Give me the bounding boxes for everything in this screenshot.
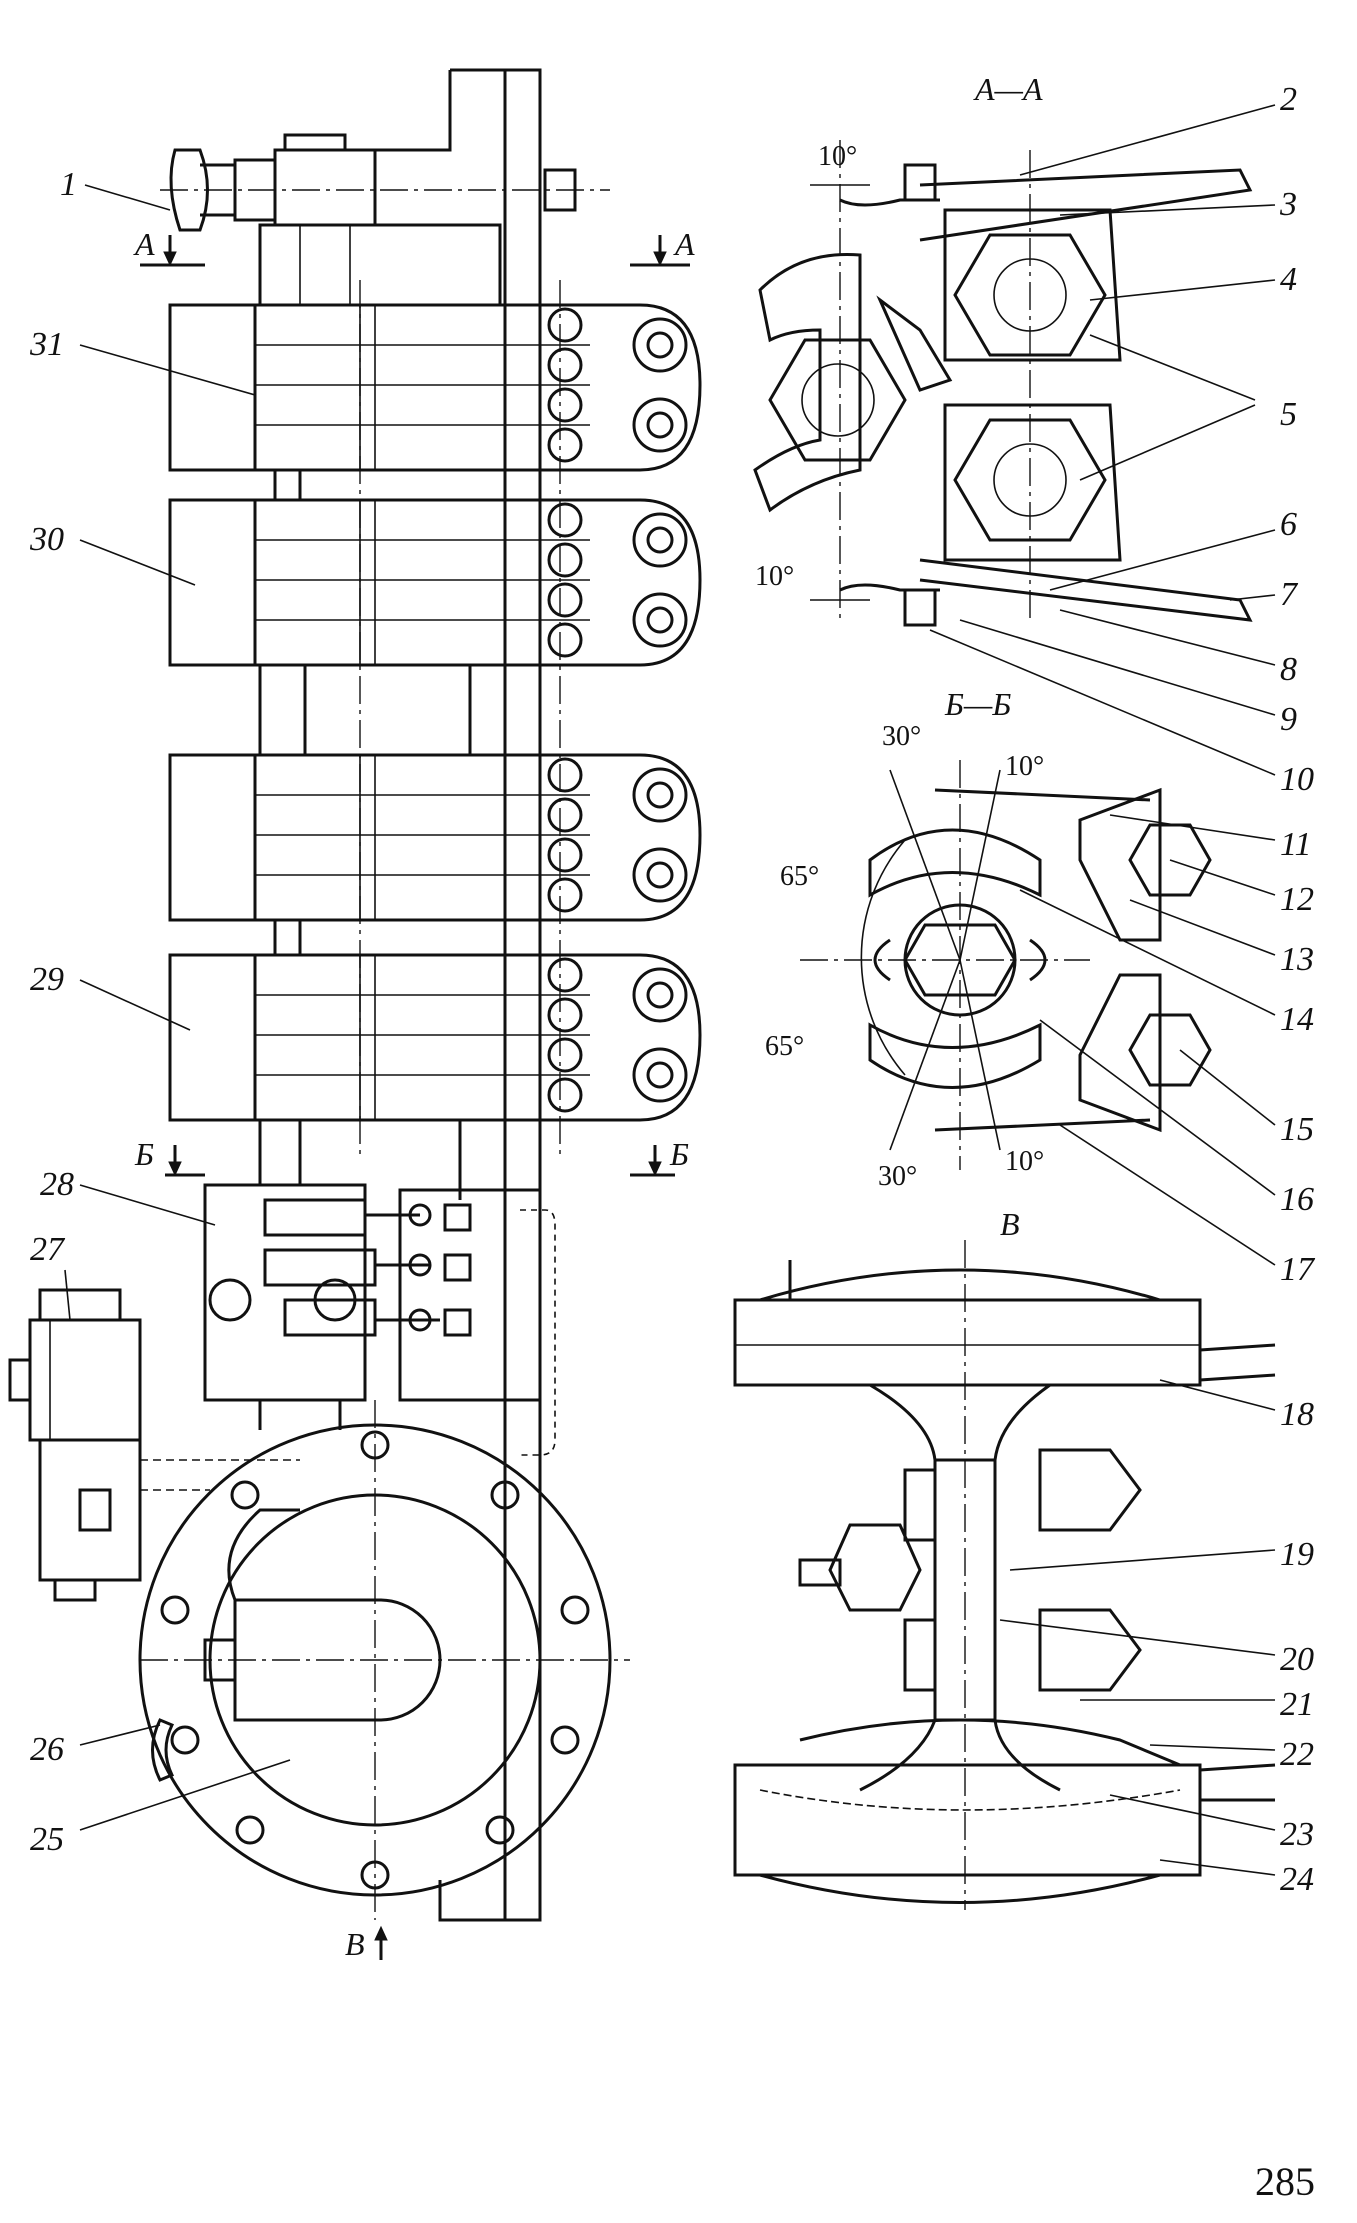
section-title-v: В	[1000, 1206, 1020, 1242]
part-label-1: 1	[60, 166, 77, 203]
cut-marker-a-right: А	[673, 226, 695, 262]
part-label-27: 27	[30, 1231, 66, 1268]
angle-aa-top: 10°	[818, 141, 857, 172]
interlock-28	[203, 1183, 556, 1456]
angle-bb-65-lower: 65°	[765, 1031, 804, 1062]
part-label-30: 30	[29, 521, 64, 558]
part-label-29: 29	[30, 961, 64, 998]
part-label-16: 16	[1280, 1181, 1314, 1218]
section-title-aa: А—А	[973, 71, 1043, 107]
part-label-17: 17	[1280, 1251, 1316, 1288]
part-label-21: 21	[1280, 1686, 1314, 1723]
part-label-10: 10	[1280, 761, 1314, 798]
part-label-22: 22	[1280, 1736, 1314, 1773]
part-label-13: 13	[1280, 941, 1314, 978]
part-label-26: 26	[30, 1731, 64, 1768]
part-label-8: 8	[1280, 651, 1297, 688]
angle-bb-top-30: 30°	[882, 721, 921, 752]
part-label-24: 24	[1280, 1861, 1314, 1898]
contact-group-unlabeled	[168, 753, 702, 922]
section-title-bb: Б—Б	[944, 686, 1011, 722]
part-label-19: 19	[1280, 1536, 1314, 1573]
part-label-25: 25	[30, 1821, 64, 1858]
cut-marker-a-left: А	[133, 226, 155, 262]
part-label-12: 12	[1280, 881, 1314, 918]
actuator-27	[8, 1288, 300, 1602]
part-label-3: 3	[1279, 186, 1297, 223]
labels: А—А Б—Б В А А Б Б В 10° 10° 30° 10° 65° …	[29, 71, 1316, 2204]
part-label-31: 31	[29, 326, 64, 363]
part-label-6: 6	[1280, 506, 1297, 543]
section-markers	[140, 235, 690, 1960]
part-label-2: 2	[1280, 81, 1297, 118]
angle-aa-bottom: 10°	[755, 561, 794, 592]
main-view	[8, 68, 702, 1960]
part-label-14: 14	[1280, 1001, 1314, 1038]
cut-marker-b-right: Б	[669, 1136, 689, 1172]
part-label-28: 28	[40, 1166, 74, 1203]
section-v	[733, 1240, 1276, 1910]
angle-bb-bottom-30: 30°	[878, 1161, 917, 1192]
leader-lines	[64, 104, 1276, 1876]
section-aa	[753, 140, 1253, 627]
part-label-18: 18	[1280, 1396, 1314, 1433]
part-label-11: 11	[1280, 826, 1311, 863]
part-label-5: 5	[1280, 396, 1297, 433]
part-label-7: 7	[1280, 576, 1299, 613]
contact-group-30	[168, 498, 702, 667]
cut-marker-v-bottom: В	[345, 1926, 365, 1962]
valve-flange-25	[138, 1400, 630, 1920]
angle-bb-65-upper: 65°	[780, 861, 819, 892]
part-label-23: 23	[1280, 1816, 1314, 1853]
angle-bb-top-10: 10°	[1005, 751, 1044, 782]
contact-group-29	[168, 953, 702, 1122]
angle-bb-bottom-10: 10°	[1005, 1146, 1044, 1177]
section-bb	[800, 760, 1212, 1170]
part-label-4: 4	[1280, 261, 1297, 298]
part-label-15: 15	[1280, 1111, 1314, 1148]
part-label-20: 20	[1280, 1641, 1314, 1678]
part-label-9: 9	[1280, 701, 1297, 738]
contact-group-31	[168, 303, 702, 472]
cut-marker-b-left: Б	[134, 1136, 154, 1172]
page-number: 285	[1255, 2159, 1315, 2204]
